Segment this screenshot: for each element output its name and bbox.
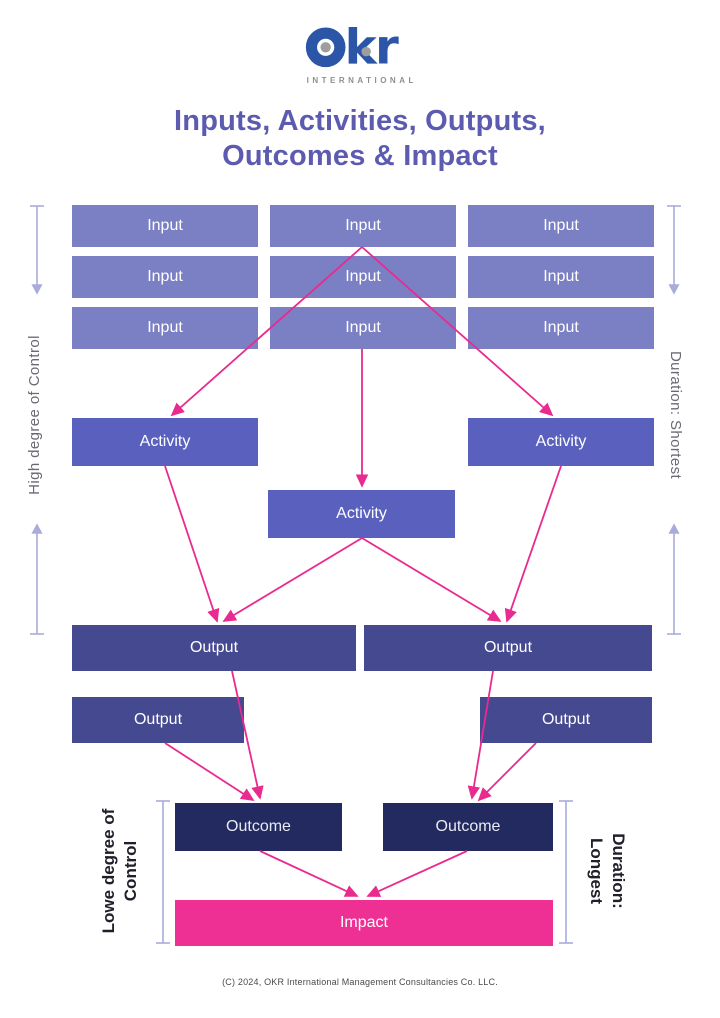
input-box: Input bbox=[270, 205, 456, 247]
bottom-left-bracket bbox=[156, 800, 170, 944]
input-box: Input bbox=[468, 256, 654, 298]
input-box: Input bbox=[72, 205, 258, 247]
input-box: Input bbox=[72, 307, 258, 349]
title-line-1: Inputs, Activities, Outputs, bbox=[174, 105, 546, 137]
page-title: Inputs, Activities, Outputs, Outcomes & … bbox=[0, 104, 720, 174]
outcome-box: Outcome bbox=[383, 803, 553, 851]
label-line: Longest bbox=[586, 837, 606, 905]
activity-box: Activity bbox=[72, 418, 258, 466]
label-line: Lowe degree of bbox=[99, 808, 118, 934]
impact-box: Impact bbox=[175, 900, 553, 946]
label-line: Control bbox=[121, 840, 141, 902]
output-box: Output bbox=[364, 625, 652, 671]
copyright-footer: (C) 2024, OKR International Management C… bbox=[222, 977, 498, 987]
input-box: Input bbox=[468, 205, 654, 247]
input-box: Input bbox=[72, 256, 258, 298]
okr-logo-icon: kr bbox=[305, 20, 401, 76]
input-box: Input bbox=[468, 307, 654, 349]
output-box: Output bbox=[72, 697, 244, 743]
output-box: Output bbox=[480, 697, 652, 743]
svg-text:kr: kr bbox=[344, 20, 398, 70]
input-box: Input bbox=[270, 256, 456, 298]
bottom-right-bracket bbox=[559, 800, 573, 944]
activity-box: Activity bbox=[268, 490, 455, 538]
outcome-box: Outcome bbox=[175, 803, 342, 851]
input-box: Input bbox=[270, 307, 456, 349]
label-line: Duration: bbox=[609, 833, 628, 909]
okr-logo: kr INTERNATIONAL bbox=[303, 16, 417, 85]
label-lowe-degree-of-control: Lowe degree of Control bbox=[98, 786, 144, 956]
label-duration-shortest: Duration: Shortest bbox=[667, 350, 684, 480]
title-line-2: Outcomes & Impact bbox=[222, 139, 498, 172]
output-box: Output bbox=[72, 625, 356, 671]
label-duration-longest: Duration: Longest bbox=[583, 786, 629, 956]
logo-tagline: INTERNATIONAL bbox=[306, 76, 417, 85]
label-high-degree-of-control: High degree of Control bbox=[26, 335, 43, 495]
activity-box: Activity bbox=[468, 418, 654, 466]
